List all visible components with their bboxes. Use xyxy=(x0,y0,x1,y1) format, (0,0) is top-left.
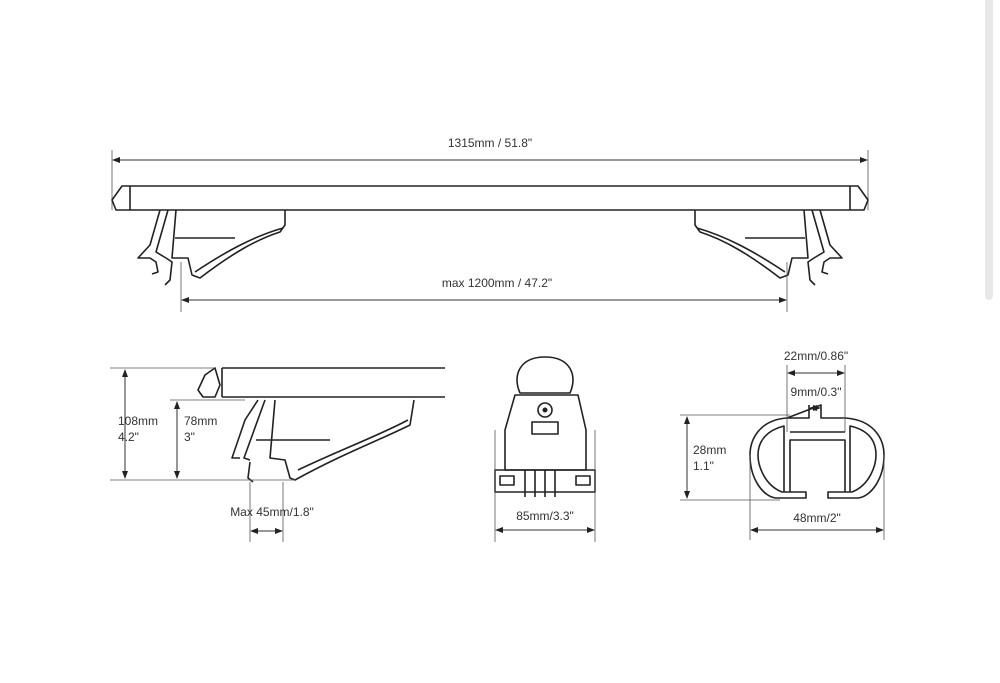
front-view: 85mm/3.3" xyxy=(494,356,596,542)
total-height-in-label: 4.2" xyxy=(118,430,139,444)
right-end-cap xyxy=(850,185,869,211)
bar-cross-section xyxy=(749,404,885,499)
left-foot xyxy=(137,209,286,286)
slot-inner-label: 9mm/0.3" xyxy=(791,385,842,399)
slot-outer-label: 22mm/0.86" xyxy=(784,349,848,363)
left-end-cap xyxy=(111,185,130,211)
scrollbar[interactable] xyxy=(985,0,993,300)
profile-height-mm-label: 28mm xyxy=(693,443,726,457)
top-view: 1315mm / 51.8" max 1200mm / 47.2" xyxy=(111,136,869,312)
profile-height-in-label: 1.1" xyxy=(693,459,714,473)
foot-width-label: 85mm/3.3" xyxy=(516,509,574,523)
foot-height-mm-label: 78mm xyxy=(184,414,217,428)
overall-length-label: 1315mm / 51.8" xyxy=(448,136,532,150)
crossbar xyxy=(111,185,869,211)
lock-icon xyxy=(537,402,553,418)
total-height-mm-label: 108mm xyxy=(118,414,158,428)
side-view: 108mm 4.2" 78mm 3" Max 45mm/1.8" xyxy=(110,367,445,542)
foot-span-label: max 1200mm / 47.2" xyxy=(442,276,552,290)
bar-profile-dome xyxy=(516,356,574,394)
foot-height-in-label: 3" xyxy=(184,430,195,444)
foot-body xyxy=(504,394,587,471)
right-foot xyxy=(694,209,843,286)
side-end-cap xyxy=(197,367,221,398)
profile-view: 28mm 1.1" 22mm/0.86" 9mm/0.3" 48mm/2" xyxy=(680,349,885,540)
max-clamp-label: Max 45mm/1.8" xyxy=(230,505,314,519)
profile-width-label: 48mm/2" xyxy=(793,511,841,525)
